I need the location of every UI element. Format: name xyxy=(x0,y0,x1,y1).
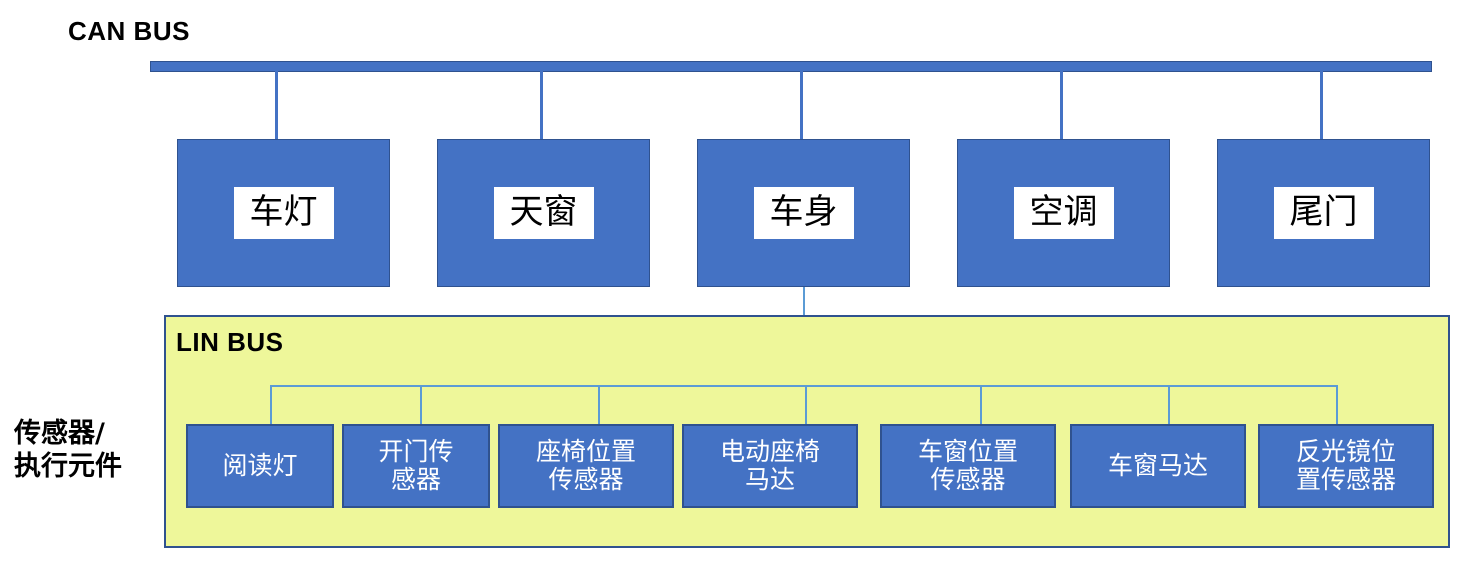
ecu-label: 天窗 xyxy=(493,187,594,239)
sensor-label: 阅读灯 xyxy=(218,452,301,480)
sensor-label-line2: 感器 xyxy=(390,465,441,494)
ecu-node-sunroof[interactable]: 天窗 xyxy=(437,139,650,287)
sensor-label: 电动座椅 马达 xyxy=(716,438,824,494)
sensor-node-seat-motor[interactable]: 电动座椅 马达 xyxy=(682,424,858,508)
side-label-line1: 传感器/ xyxy=(14,418,105,449)
can-bus-title: CAN BUS xyxy=(68,16,190,46)
ecu-node-headlight[interactable]: 车灯 xyxy=(177,139,390,287)
sensor-label-line1: 电动座椅 xyxy=(719,437,820,466)
lin-drop-line-7 xyxy=(1336,385,1338,424)
can-bus-bar xyxy=(150,61,1432,72)
can-connector-line-1 xyxy=(275,70,278,140)
side-label-line2: 执行元件 xyxy=(14,450,122,482)
sensor-label-line1: 座椅位置 xyxy=(535,437,636,466)
lin-drop-line-5 xyxy=(980,385,982,424)
sensor-label-line1: 车窗马达 xyxy=(1107,451,1208,480)
lin-drop-line-6 xyxy=(1168,385,1170,424)
ecu-node-body[interactable]: 车身 xyxy=(697,139,910,287)
sensor-node-mirror-position[interactable]: 反光镜位 置传感器 xyxy=(1258,424,1434,508)
lin-bus-title: LIN BUS xyxy=(176,327,284,357)
ecu-node-tailgate[interactable]: 尾门 xyxy=(1217,139,1430,287)
sensor-label-line1: 阅读灯 xyxy=(222,451,298,480)
lin-bus-trunk-line xyxy=(270,385,1336,387)
can-connector-line-4 xyxy=(1060,70,1063,140)
can-connector-line-3 xyxy=(800,70,803,140)
sensor-label: 座椅位置 传感器 xyxy=(532,438,640,494)
can-connector-line-2 xyxy=(540,70,543,140)
sensor-label-line2: 马达 xyxy=(744,465,795,494)
sensor-label: 反光镜位 置传感器 xyxy=(1292,438,1400,494)
sensor-node-seat-position[interactable]: 座椅位置 传感器 xyxy=(498,424,674,508)
lin-drop-line-3 xyxy=(598,385,600,424)
can-connector-line-5 xyxy=(1320,70,1323,140)
sensor-label-line2: 置传感器 xyxy=(1295,465,1396,494)
lin-drop-line-4 xyxy=(805,385,807,424)
sensor-node-door-open[interactable]: 开门传 感器 xyxy=(342,424,490,508)
sensor-node-reading-lamp[interactable]: 阅读灯 xyxy=(186,424,334,508)
ecu-node-hvac[interactable]: 空调 xyxy=(957,139,1170,287)
sensor-label-line2: 传感器 xyxy=(930,465,1006,494)
ecu-label: 车身 xyxy=(753,187,854,239)
ecu-label: 尾门 xyxy=(1273,187,1374,239)
sensor-label: 车窗位置 传感器 xyxy=(914,438,1022,494)
sensor-label-line1: 开门传 xyxy=(378,437,454,466)
lin-drop-line-1 xyxy=(270,385,272,424)
sensor-label: 开门传 感器 xyxy=(374,438,457,494)
lin-drop-line-2 xyxy=(420,385,422,424)
sensor-label-line1: 车窗位置 xyxy=(917,437,1018,466)
sensors-actuators-side-label: 传感器/ 执行元件 xyxy=(14,418,160,484)
sensor-label-line2: 传感器 xyxy=(548,465,624,494)
sensor-label-line1: 反光镜位 xyxy=(1295,437,1396,466)
ecu-label: 车灯 xyxy=(233,187,334,239)
sensor-label: 车窗马达 xyxy=(1104,452,1212,480)
sensor-node-window-position[interactable]: 车窗位置 传感器 xyxy=(880,424,1056,508)
sensor-node-window-motor[interactable]: 车窗马达 xyxy=(1070,424,1246,508)
ecu-label: 空调 xyxy=(1013,187,1114,239)
